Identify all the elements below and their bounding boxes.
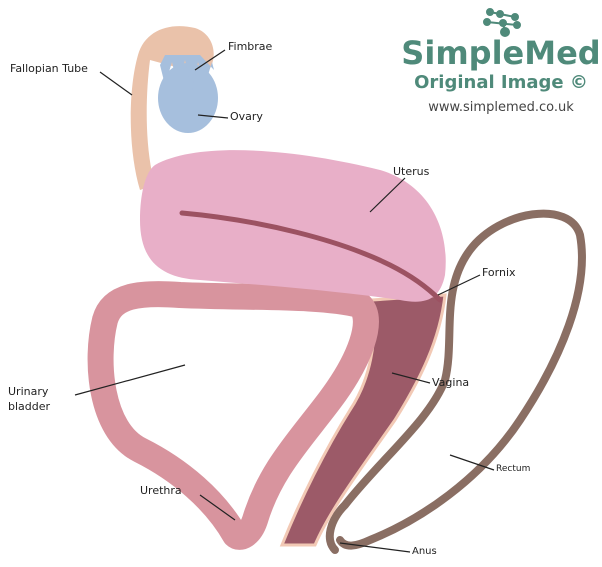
label-vagina: Vagina (432, 376, 470, 389)
brand-url[interactable]: www.simplemed.co.uk (428, 100, 574, 115)
uterus (140, 150, 446, 302)
vagina (279, 293, 447, 547)
label-urethra: Urethra (140, 484, 182, 497)
simplemed-logo-icon (483, 8, 521, 37)
label-anus: Anus (412, 546, 437, 557)
label-fimbrae: Fimbrae (228, 40, 273, 53)
label-urinary: Urinary (8, 385, 49, 398)
label-rectum: Rectum (496, 464, 531, 474)
label-lines (74, 49, 495, 553)
label-fallopian-tube: Fallopian Tube (10, 62, 88, 75)
fimbrae (160, 55, 214, 90)
urinary-bladder (87, 281, 379, 550)
label-uterus: Uterus (393, 165, 430, 178)
label-bladder: bladder (8, 400, 51, 413)
label-ovary: Ovary (230, 110, 263, 123)
rectum (325, 209, 586, 554)
brand-name: SimpleMed (401, 34, 601, 72)
brand-subtitle: Original Image © (414, 72, 588, 93)
uterine-cavity (179, 210, 443, 303)
label-fornix: Fornix (482, 266, 516, 279)
